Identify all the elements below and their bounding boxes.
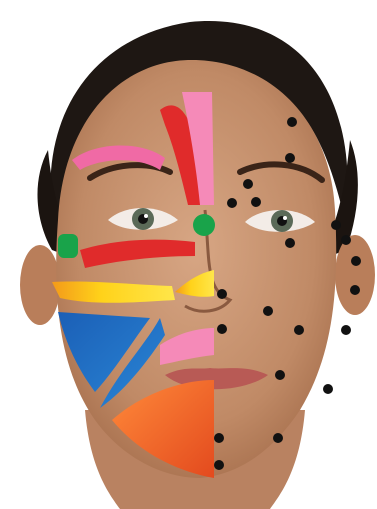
temple-green-zone [58, 234, 78, 258]
reflex-point [243, 179, 253, 189]
reflex-point [341, 325, 351, 335]
reflex-point [287, 117, 297, 127]
reflex-point [285, 153, 295, 163]
reflex-point [227, 198, 237, 208]
reflex-point [217, 324, 227, 334]
reflex-point [263, 306, 273, 316]
reflex-point [273, 433, 283, 443]
reflex-point [323, 384, 333, 394]
reflex-point [351, 256, 361, 266]
reflex-point [341, 235, 351, 245]
eye-corner-green-zone [193, 214, 215, 236]
reflex-point [251, 197, 261, 207]
reflex-point [331, 220, 341, 230]
reflex-point [285, 238, 295, 248]
reflex-point [350, 285, 360, 295]
reflex-point [275, 370, 285, 380]
reflex-point [294, 325, 304, 335]
reflex-point [217, 289, 227, 299]
right-ear [335, 235, 375, 315]
reflex-point [214, 433, 224, 443]
reflex-point [214, 460, 224, 470]
